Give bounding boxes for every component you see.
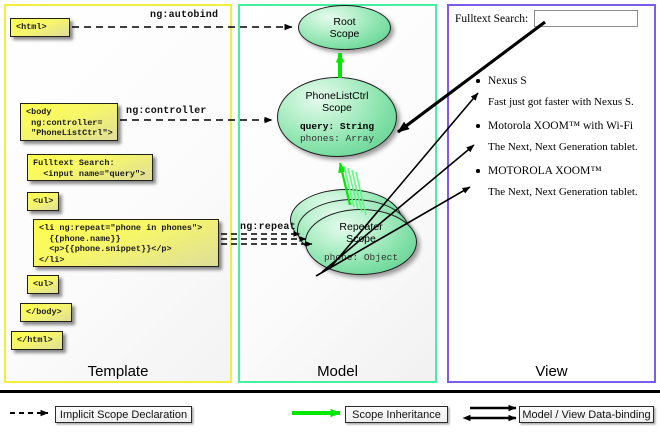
phone-name: Motorola XOOM™ with Wi-Fi xyxy=(488,120,634,132)
view-phone-list: Nexus S Fast just got faster with Nexus … xyxy=(470,74,650,202)
legend-label-implicit-scope-declaration: Implicit Scope Declaration xyxy=(55,406,192,423)
template-box-ul-close: <ul> xyxy=(27,275,59,294)
list-item: MOTOROLA XOOM™ The Next, Next Generation… xyxy=(470,164,650,200)
phonelistctrl-scope-title-line1: PhoneListCtrl xyxy=(305,89,369,102)
template-box-fulltext-search: Fulltext Search: <input name="query"> xyxy=(27,154,153,181)
ng-repeat-label: ng:repeat xyxy=(240,222,296,233)
repeater-scope-ellipse: Repeater Scope phone: Object xyxy=(305,209,417,275)
view-search-row: Fulltext Search: xyxy=(455,10,650,27)
template-box-li-ngrepeat: <li ng:repeat="phone in phones"> {{phone… xyxy=(33,219,219,267)
bullet-icon xyxy=(476,79,480,83)
legend-label-model-view-data-binding: Model / View Data-binding xyxy=(519,406,654,423)
phone-name: MOTOROLA XOOM™ xyxy=(488,165,602,177)
template-box-body-controller: <body ng:controller= "PhoneListCtrl"> xyxy=(20,103,118,141)
phone-name: Nexus S xyxy=(488,75,527,87)
root-scope-title-line1: Root xyxy=(333,15,356,28)
phonelistctrl-scope-title-line2: Scope xyxy=(322,101,352,114)
template-box-html-close: </html> xyxy=(11,331,63,350)
template-column-label: Template xyxy=(87,363,149,380)
view-column-label: View xyxy=(535,363,568,380)
repeater-scope-title-line2: Scope xyxy=(346,232,376,245)
repeater-scope-title-line1: Repeater xyxy=(339,220,383,233)
legend-symbols xyxy=(10,404,517,422)
phonelistctrl-scope-ellipse: PhoneListCtrl Scope query: String phones… xyxy=(277,77,397,157)
view-search-label: Fulltext Search: xyxy=(455,12,529,25)
bullet-icon xyxy=(476,169,480,173)
root-scope-title-line2: Scope xyxy=(329,27,360,40)
legend-label-scope-inheritance: Scope Inheritance xyxy=(345,406,448,423)
repeater-prop-phone: phone: Object xyxy=(323,251,399,263)
ng-controller-label: ng:controller xyxy=(126,106,207,117)
phonelistctrl-prop-query: query: String xyxy=(299,120,375,132)
model-column-label: Model xyxy=(317,363,358,380)
list-item: Nexus S Fast just got faster with Nexus … xyxy=(470,74,650,110)
phone-snippet: The Next, Next Generation tablet. xyxy=(488,186,638,198)
template-box-html-open: <html> xyxy=(10,18,70,37)
root-scope-ellipse: Root Scope xyxy=(298,5,391,50)
ng-autobind-label: ng:autobind xyxy=(150,10,219,21)
template-box-ul-open: <ul> xyxy=(27,192,59,211)
list-item: Motorola XOOM™ with Wi-Fi The Next, Next… xyxy=(470,119,650,155)
view-search-input[interactable] xyxy=(534,10,639,27)
phonelistctrl-prop-phones: phones: Array xyxy=(299,132,375,144)
legend-divider xyxy=(0,390,660,393)
bullet-icon xyxy=(476,124,480,128)
phone-snippet: The Next, Next Generation tablet. xyxy=(488,141,638,153)
phone-snippet: Fast just got faster with Nexus S. xyxy=(488,96,634,108)
template-box-body-close: </body> xyxy=(20,303,72,322)
